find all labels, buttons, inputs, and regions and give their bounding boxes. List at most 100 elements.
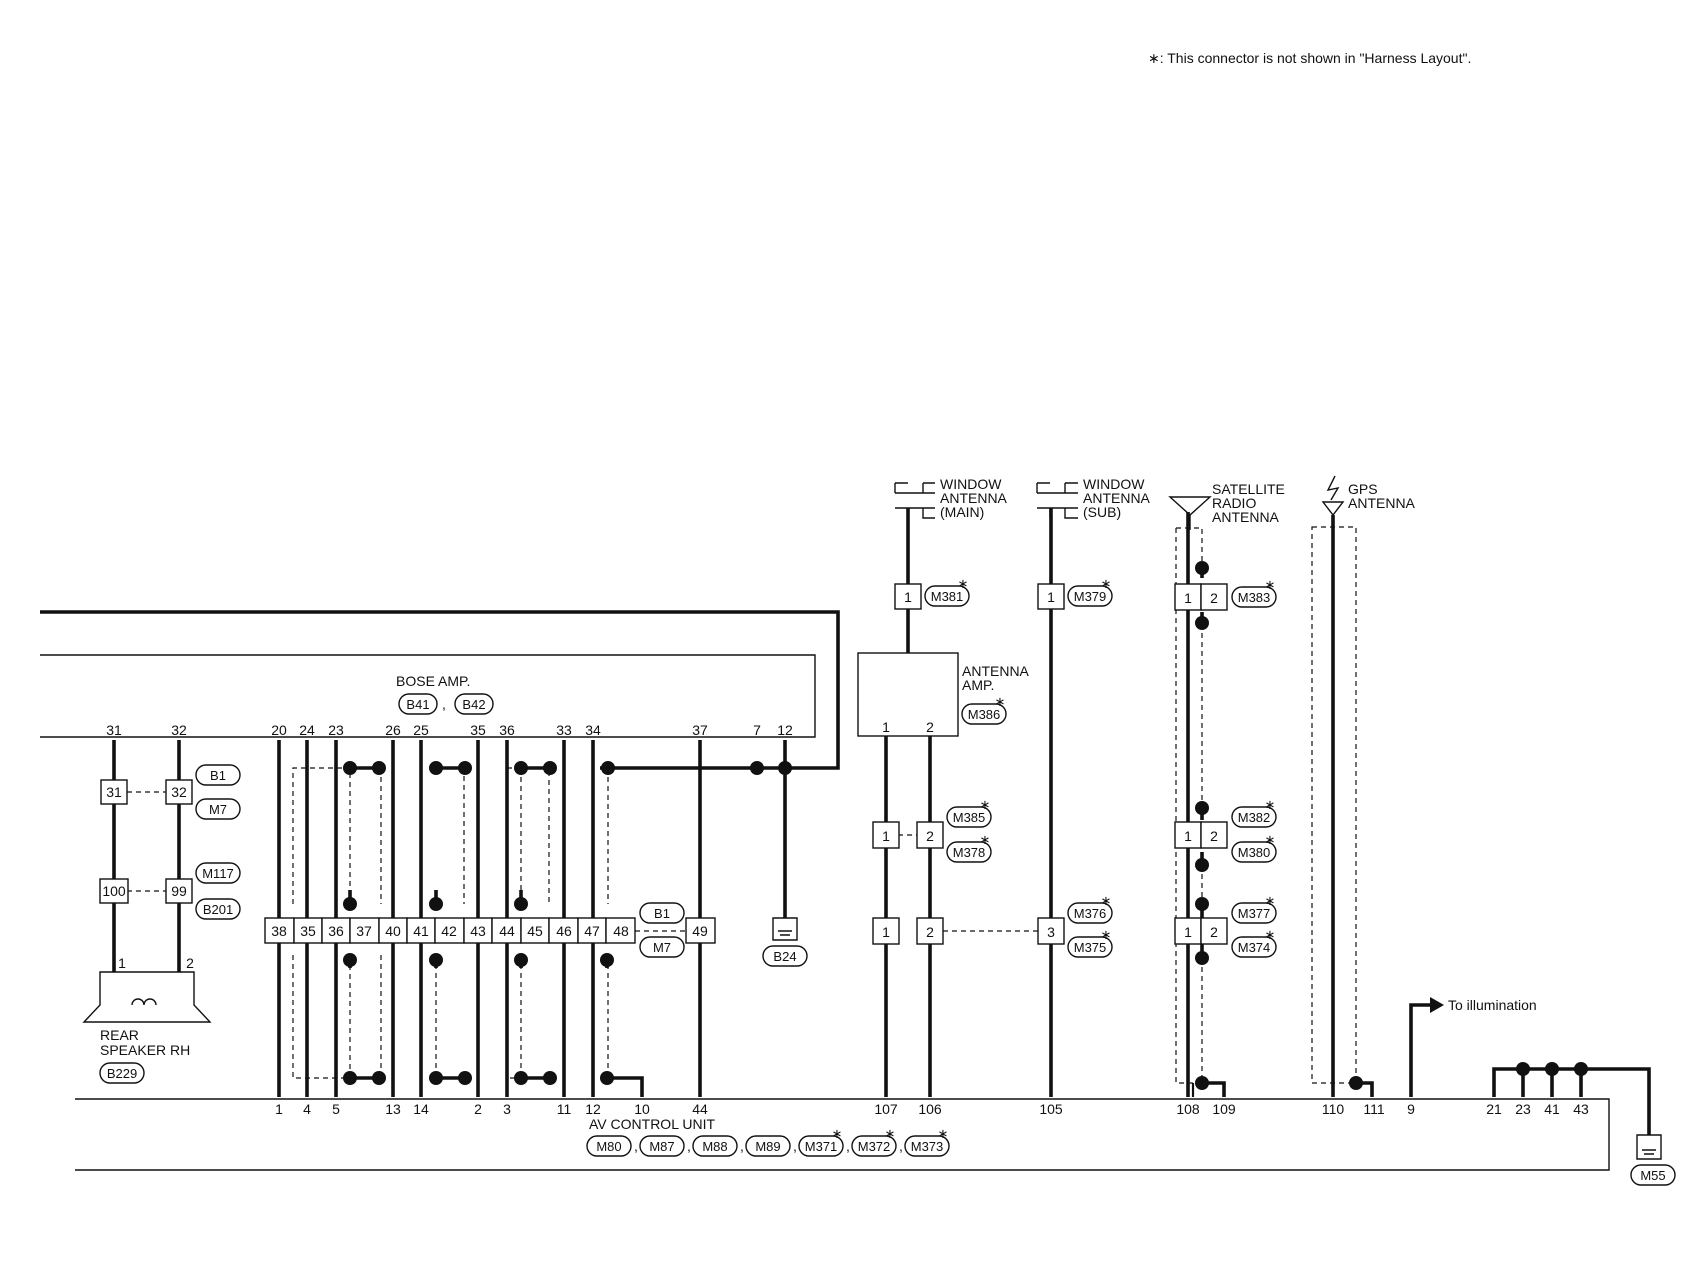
svg-text:∗: ∗	[1265, 893, 1276, 908]
svg-text:2: 2	[926, 924, 934, 940]
svg-text:43: 43	[470, 923, 486, 939]
svg-text:M87: M87	[649, 1139, 674, 1154]
svg-text:∗: ∗	[1101, 576, 1112, 591]
svg-text:38: 38	[271, 923, 287, 939]
svg-text:B229: B229	[107, 1066, 137, 1081]
svg-text:M372: M372	[858, 1139, 891, 1154]
window-antenna-sub-label-2: ANTENNA	[1083, 490, 1151, 506]
illumination-wire	[1409, 1003, 1432, 1097]
svg-text:109: 109	[1212, 1101, 1236, 1117]
satellite-antenna-label-3: ANTENNA	[1212, 509, 1280, 525]
svg-text:∗: ∗	[958, 576, 969, 591]
bose-amp-label: BOSE AMP.	[396, 673, 470, 689]
svg-text:34: 34	[585, 722, 601, 738]
svg-text:M385: M385	[953, 810, 986, 825]
svg-text:42: 42	[441, 923, 457, 939]
svg-text:∗: ∗	[1265, 797, 1276, 812]
svg-text:B1: B1	[654, 906, 670, 921]
svg-text:14: 14	[413, 1101, 429, 1117]
svg-text:M89: M89	[755, 1139, 780, 1154]
svg-text:24: 24	[299, 722, 315, 738]
tag-m378: M378 ∗	[946, 832, 992, 863]
svg-text:M375: M375	[1074, 940, 1107, 955]
svg-text:11: 11	[557, 1101, 572, 1117]
svg-text:,: ,	[687, 1138, 691, 1154]
window-antenna-main-symbol	[894, 482, 935, 519]
svg-text:10: 10	[634, 1101, 650, 1117]
tag-m379: M379 ∗	[1067, 576, 1113, 607]
tag-m376: M376 ∗	[1067, 893, 1113, 924]
svg-text:107: 107	[874, 1101, 898, 1117]
svg-text:∗: ∗	[995, 694, 1006, 709]
svg-text:M386: M386	[968, 707, 1001, 722]
svg-text:3: 3	[503, 1101, 511, 1117]
tag-b229: B229	[99, 1062, 145, 1084]
svg-text:,: ,	[442, 696, 446, 712]
svg-text:M371: M371	[805, 1139, 838, 1154]
junction-connector-b1-m7: 38 35 36 37 40 41 42 43 44 45 46 47 48 4…	[264, 917, 716, 944]
tag-m385: M385 ∗	[946, 797, 992, 828]
svg-text:3: 3	[1047, 924, 1055, 940]
svg-text:100: 100	[102, 883, 126, 899]
svg-text:106: 106	[918, 1101, 942, 1117]
svg-text:111: 111	[1363, 1101, 1384, 1117]
svg-text:2: 2	[1210, 924, 1218, 940]
star-note: ∗: This connector is not shown in "Harne…	[1148, 50, 1471, 66]
svg-text:36: 36	[328, 923, 344, 939]
svg-text:1: 1	[882, 924, 890, 940]
tag-m377: M377 ∗	[1231, 893, 1277, 924]
svg-text:12: 12	[585, 1101, 601, 1117]
svg-text:1: 1	[1047, 589, 1055, 605]
svg-text:B41: B41	[406, 697, 429, 712]
svg-text:43: 43	[1573, 1101, 1589, 1117]
connector-m376-pin-1	[872, 917, 900, 945]
svg-text:1: 1	[904, 589, 912, 605]
svg-text:9: 9	[1407, 1101, 1415, 1117]
ground-m55-symbol: M55	[1630, 1134, 1676, 1186]
svg-text:23: 23	[1515, 1101, 1531, 1117]
svg-text:12: 12	[777, 722, 793, 738]
svg-text:35: 35	[470, 722, 486, 738]
window-antenna-main-label-1: WINDOW	[940, 476, 1002, 492]
tag-b1-upper: B1	[195, 764, 241, 786]
svg-text:M7: M7	[653, 940, 671, 955]
rear-speaker-label-2: SPEAKER RH	[100, 1042, 190, 1058]
av-unit-connector-tags: M80 , M87 , M88 , M89 , M371 ∗ , M372 ∗ …	[586, 1126, 950, 1157]
connector-m382-m380: 1 2	[1174, 821, 1228, 849]
bose-amp-return-wire	[40, 610, 840, 770]
bose-amp-box	[40, 654, 816, 738]
svg-text:46: 46	[556, 923, 572, 939]
svg-text:13: 13	[385, 1101, 401, 1117]
connector-m376-pin-2	[916, 917, 944, 945]
tag-m7-lower: M7	[639, 936, 685, 958]
tag-m375: M375 ∗	[1067, 927, 1113, 958]
window-antenna-sub-label-3: (SUB)	[1083, 504, 1121, 520]
gps-antenna-label-1: GPS	[1348, 481, 1378, 497]
svg-text:32: 32	[171, 722, 187, 738]
connector-b201-pin-99	[165, 878, 193, 904]
svg-text:25: 25	[413, 722, 429, 738]
svg-text:∗: ∗	[1265, 577, 1276, 592]
svg-text:2: 2	[1210, 590, 1218, 606]
svg-text:35: 35	[300, 923, 316, 939]
window-antenna-main-label-3: (MAIN)	[940, 504, 984, 520]
svg-text:∗: ∗	[885, 1126, 896, 1141]
svg-text:,: ,	[740, 1138, 744, 1154]
svg-text:1: 1	[882, 719, 890, 735]
gps-antenna-symbol	[1321, 475, 1345, 517]
svg-text:M373: M373	[911, 1139, 944, 1154]
svg-text:36: 36	[499, 722, 515, 738]
svg-text:,: ,	[634, 1138, 638, 1154]
connector-m383: 1 2	[1174, 583, 1228, 611]
svg-text:1: 1	[1184, 924, 1192, 940]
svg-text:37: 37	[692, 722, 708, 738]
ground-b24-symbol: B24	[762, 917, 808, 967]
svg-text:M380: M380	[1238, 845, 1271, 860]
svg-text:1: 1	[1184, 590, 1192, 606]
svg-text:41: 41	[413, 923, 429, 939]
window-antenna-main-label-2: ANTENNA	[940, 490, 1008, 506]
svg-text:M80: M80	[596, 1139, 621, 1154]
rear-speaker-label-1: REAR	[100, 1027, 139, 1043]
svg-text:2: 2	[186, 955, 194, 971]
